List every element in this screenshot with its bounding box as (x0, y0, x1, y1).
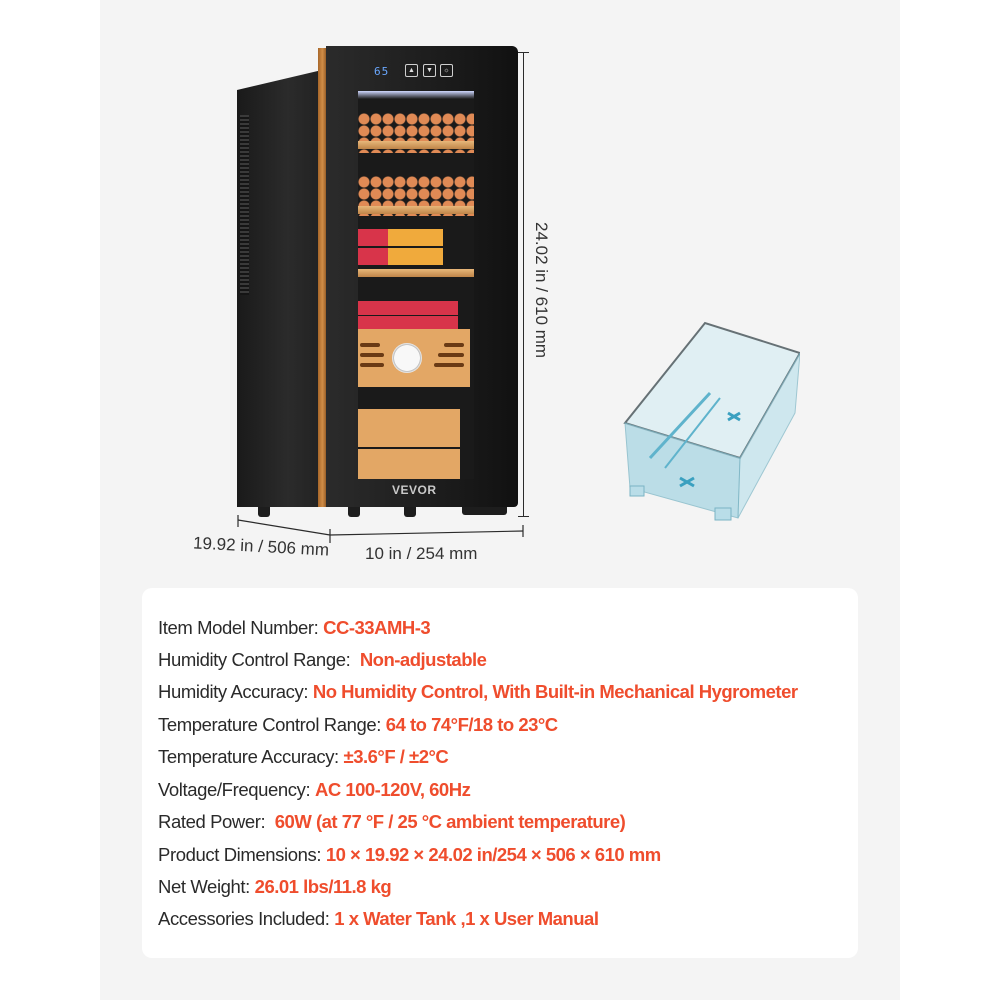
side-vent (240, 115, 249, 295)
cigar-box (358, 301, 458, 315)
spec-row: Net Weight: 26.01 lbs/11.8 kg (158, 876, 392, 898)
spec-value: AC 100-120V, 60Hz (314, 779, 471, 800)
height-dimension-line (523, 52, 524, 517)
vent-slot (434, 363, 464, 367)
spec-label: Humidity Control Range: (158, 649, 360, 670)
spec-label: Voltage/Frequency: (158, 779, 315, 800)
spec-value: No Humidity Control, With Built-in Mecha… (312, 681, 798, 702)
spec-value: 64 to 74°F/18 to 23°C (385, 714, 558, 735)
dimension-tick (518, 516, 529, 517)
dimension-tick (518, 52, 529, 53)
spec-row: Accessories Included: 1 x Water Tank ,1 … (158, 908, 599, 930)
spec-value: CC-33AMH-3 (323, 617, 431, 638)
cigar-box (358, 229, 388, 246)
height-label: 24.02 in / 610 mm (532, 222, 551, 359)
spec-row: Temperature Control Range: 64 to 74°F/18… (158, 714, 558, 736)
vent-slot (360, 363, 384, 367)
spec-row: Item Model Number: CC-33AMH-3 (158, 617, 431, 639)
fridge-foot (404, 507, 416, 517)
width-dimension-line (329, 530, 524, 536)
spec-value: 1 x Water Tank ,1 x User Manual (334, 908, 599, 929)
spec-row: Humidity Control Range: Non-adjustable (158, 649, 487, 671)
wood-trim (318, 48, 327, 507)
spec-label: Product Dimensions: (158, 844, 326, 865)
vent-slot (444, 343, 464, 347)
vent-slot (360, 353, 384, 357)
spec-label: Temperature Accuracy: (158, 746, 344, 767)
spec-row: Product Dimensions: 10 × 19.92 × 24.02 i… (158, 844, 661, 866)
depth-dimension-line (237, 519, 331, 536)
display-window (358, 91, 474, 479)
down-arrow-icon: ▼ (423, 64, 436, 77)
spec-row: Voltage/Frequency: AC 100-120V, 60Hz (158, 779, 471, 801)
spec-value: Non-adjustable (359, 649, 487, 670)
tank-clip-icon (727, 411, 741, 422)
spec-value: 10 × 19.92 × 24.02 in/254 × 506 × 610 mm (325, 844, 661, 865)
cigar-box (388, 229, 443, 246)
fridge-foot (462, 507, 507, 515)
shelf (358, 269, 474, 277)
spec-row: Rated Power: 60W (at 77 °F / 25 °C ambie… (158, 811, 626, 833)
fridge-side-panel (237, 70, 322, 507)
spec-label: Net Weight: (158, 876, 255, 897)
specs-card (142, 588, 858, 958)
vent-slot (360, 343, 380, 347)
fridge-foot (348, 507, 360, 517)
interior-light (358, 91, 474, 99)
spec-value: ±3.6°F / ±2°C (343, 746, 449, 767)
spec-label: Accessories Included: (158, 908, 335, 929)
temperature-display: 65 (374, 65, 390, 78)
brand-logo: VEVOR (392, 483, 437, 497)
fridge-foot (258, 507, 270, 517)
width-label: 10 in / 254 mm (365, 544, 478, 563)
spec-label: Humidity Accuracy: (158, 681, 313, 702)
spec-label: Rated Power: (158, 811, 275, 832)
spec-label: Temperature Control Range: (158, 714, 386, 735)
humidor-drawer (358, 409, 460, 447)
hygrometer-icon (392, 343, 422, 373)
humidor-drawer (358, 449, 460, 479)
up-arrow-icon: ▲ (405, 64, 418, 77)
shelf (358, 141, 474, 149)
spec-value: 26.01 lbs/11.8 kg (254, 876, 392, 897)
tank-clip-icon (679, 476, 695, 488)
spec-row: Temperature Accuracy: ±3.6°F / ±2°C (158, 746, 449, 768)
water-tank-image (623, 321, 800, 521)
spec-row: Humidity Accuracy: No Humidity Control, … (158, 681, 798, 703)
spec-label: Item Model Number: (158, 617, 324, 638)
light-icon: ☼ (440, 64, 453, 77)
vent-slot (438, 353, 464, 357)
shelf (358, 206, 474, 214)
cigar-box (358, 248, 388, 265)
cigar-box (358, 316, 458, 330)
base-dimension-lines (237, 515, 524, 543)
spec-value: 60W (at 77 °F / 25 °C ambient temperatur… (274, 811, 626, 832)
cigar-box (388, 248, 443, 265)
